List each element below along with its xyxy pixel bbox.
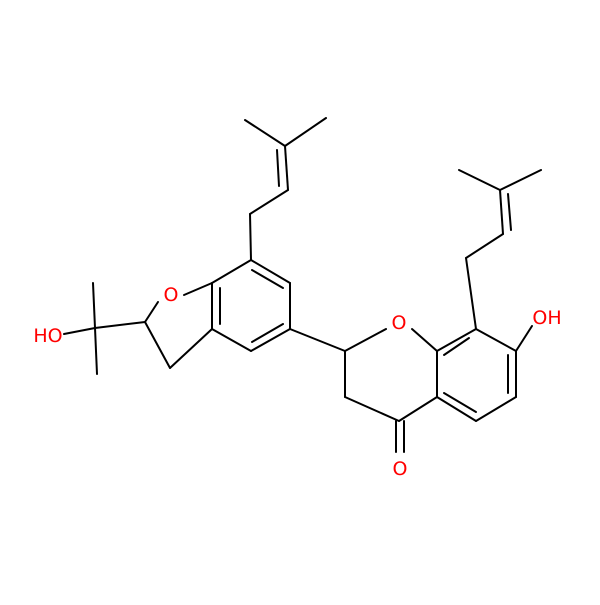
bond <box>249 189 289 215</box>
bond <box>251 323 284 343</box>
bond <box>211 328 252 352</box>
bond <box>284 117 327 147</box>
bond <box>169 328 213 369</box>
bond <box>475 328 517 352</box>
bond <box>249 213 252 261</box>
bond <box>475 396 517 422</box>
bond <box>344 328 387 352</box>
bond <box>94 321 146 329</box>
bond <box>499 189 504 235</box>
bond <box>507 193 512 231</box>
bond <box>211 259 252 284</box>
atom-labels: O HO O OH O <box>33 284 561 480</box>
bond <box>144 301 159 323</box>
bond <box>436 328 477 352</box>
bond <box>250 259 291 284</box>
bond <box>183 282 213 296</box>
bond <box>92 282 96 329</box>
bond <box>250 328 291 352</box>
bond <box>465 257 477 330</box>
bond <box>499 169 542 191</box>
bond <box>465 233 504 259</box>
bond <box>515 325 533 352</box>
bond <box>63 327 96 335</box>
bond <box>244 119 286 147</box>
bond <box>144 321 171 369</box>
bond <box>289 328 346 352</box>
bond <box>276 149 280 187</box>
bond <box>398 396 438 422</box>
bond <box>284 145 289 191</box>
atom-label-hydroxy-left: HO <box>33 325 62 347</box>
bond <box>344 396 400 422</box>
atom-label-hydroxy-right: OH <box>532 307 561 329</box>
bond <box>458 169 501 191</box>
bonds <box>63 117 542 453</box>
bond <box>411 328 438 352</box>
bond <box>443 392 477 413</box>
atom-label-furan-oxygen: O <box>164 284 179 306</box>
bond <box>251 269 284 289</box>
atom-label-ketone-oxygen: O <box>393 458 408 480</box>
bond <box>94 327 98 375</box>
atom-label-pyran-oxygen: O <box>392 312 407 334</box>
bond <box>443 337 470 356</box>
bond <box>436 396 477 422</box>
